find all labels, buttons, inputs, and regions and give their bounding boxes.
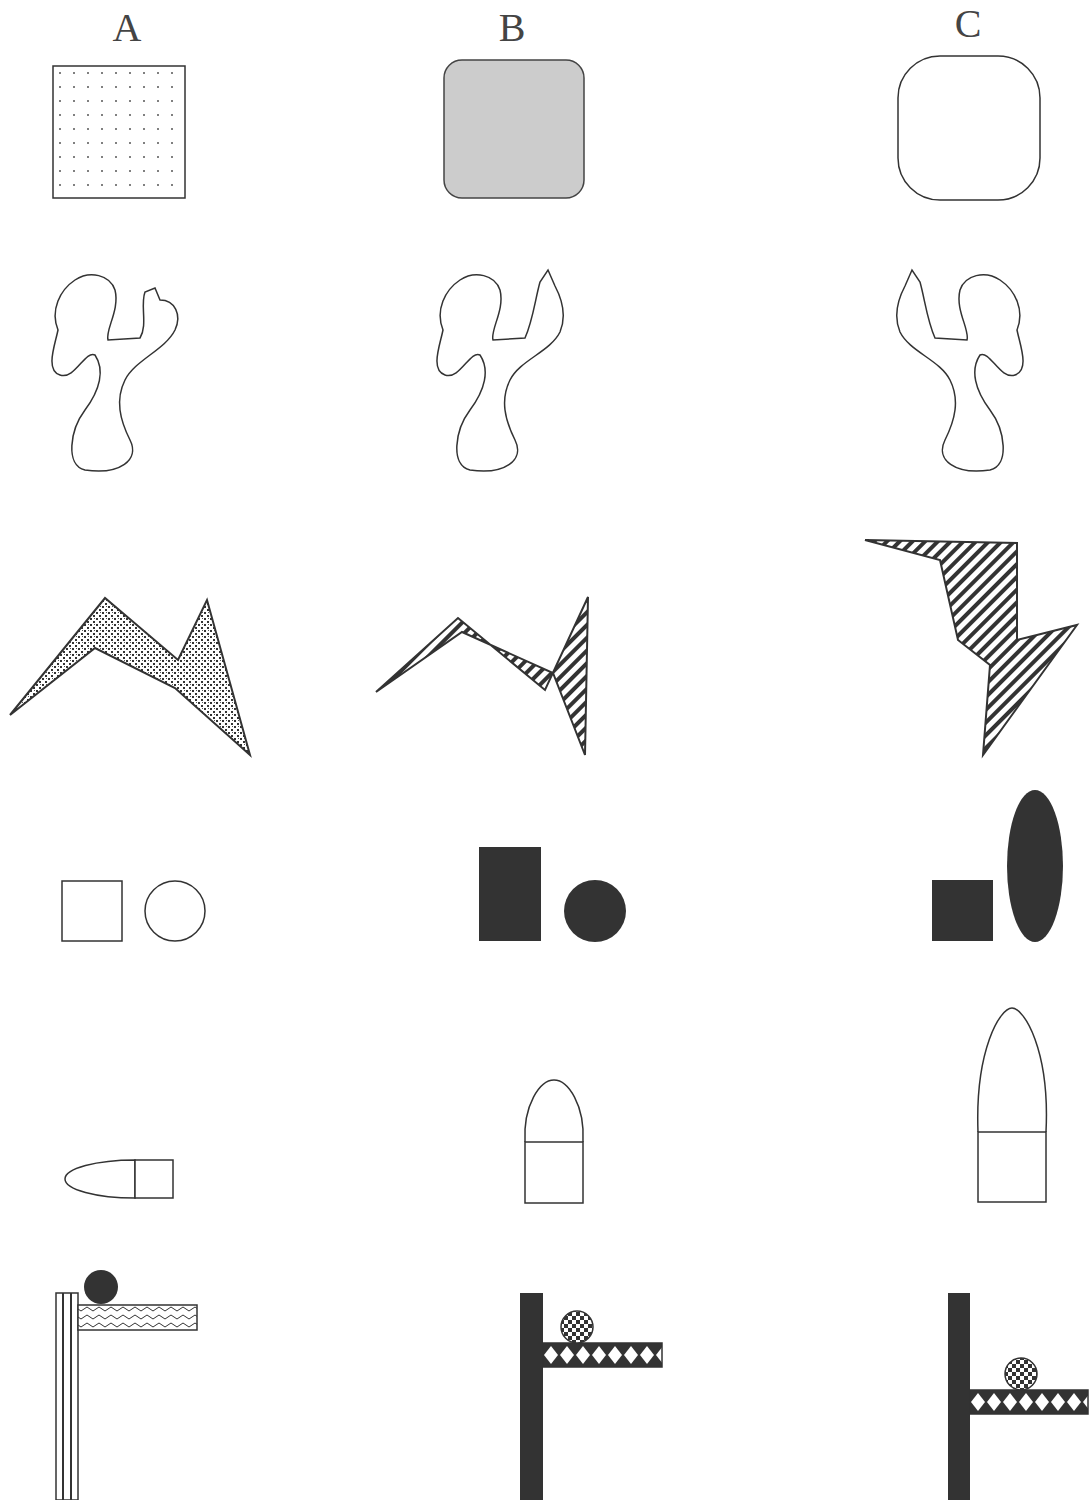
column-label: A [113, 8, 142, 48]
blob-shape-variant [437, 270, 563, 471]
dome-cap [525, 1080, 583, 1142]
column-label: B [499, 8, 526, 48]
diamond-shelf [543, 1343, 662, 1367]
wavy-shelf [78, 1305, 197, 1330]
filled-square [932, 880, 993, 941]
blob-shape-mirrored [897, 270, 1023, 471]
outline-circle [145, 881, 205, 941]
dome-cap [978, 1008, 1047, 1132]
filled-ellipse [1007, 790, 1063, 942]
striped-pole [56, 1293, 78, 1500]
outline-square [525, 1142, 583, 1203]
gray-rounded-square [444, 60, 584, 198]
dome-cap [65, 1160, 135, 1198]
hatched-zigzag [376, 597, 588, 755]
blob-shape [52, 275, 178, 471]
black-pole [520, 1293, 543, 1500]
black-ball [84, 1270, 118, 1304]
blob-outline [437, 270, 563, 471]
outline-square [135, 1160, 173, 1198]
white-rounded-square [898, 56, 1040, 200]
pole-stripe [62, 1293, 64, 1500]
checkered-ball [561, 1311, 593, 1343]
filled-circle [564, 880, 626, 942]
checkered-ball [1005, 1358, 1037, 1390]
diamond-shelf [970, 1390, 1088, 1414]
speckled-zigzag [10, 598, 250, 755]
pole-stripe [70, 1293, 72, 1500]
column-label: C [955, 4, 982, 44]
black-pole [948, 1293, 970, 1500]
filled-rectangle [479, 847, 541, 941]
dotted-square [53, 66, 185, 198]
outline-square [978, 1132, 1046, 1202]
blob-outline [897, 270, 1023, 471]
outline-square [62, 881, 122, 941]
hatched-zigzag-rotated [865, 540, 1077, 755]
